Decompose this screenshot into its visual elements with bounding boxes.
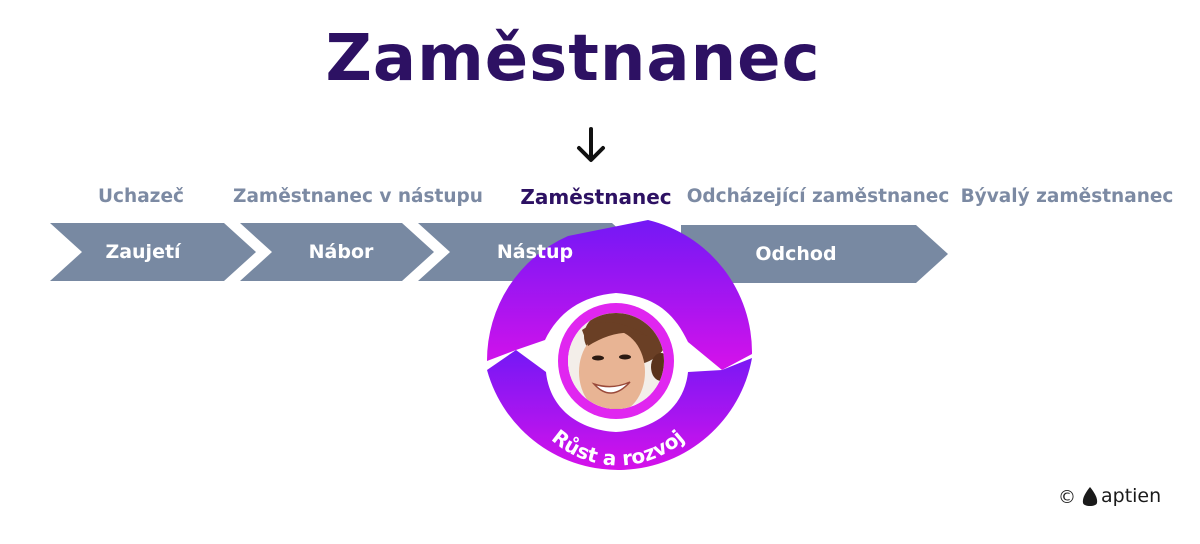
step-label-recruitment: Nábor xyxy=(309,241,374,263)
cycle-label: Růst a rozvoj xyxy=(547,425,688,471)
brand-name: aptien xyxy=(1101,485,1162,507)
portrait-image xyxy=(568,313,664,409)
svg-text:Růst a rozvoj: Růst a rozvoj xyxy=(547,425,688,471)
chevron-step-attraction xyxy=(50,223,256,281)
chevron-step-recruitment xyxy=(240,223,434,281)
stage-label-former-employee: Bývalý zaměstnanec xyxy=(960,186,1174,207)
copyright-symbol: © xyxy=(1058,487,1076,508)
cycle-arc-bottom xyxy=(487,350,752,470)
cycle-arc-top xyxy=(486,220,753,370)
stage-label-employee: Zaměstnanec xyxy=(520,185,672,209)
aptien-logo-icon xyxy=(1082,487,1098,506)
stage-label-candidate: Uchazeč xyxy=(98,186,184,207)
stage-label-onboarding-employee: Zaměstnanec v nástupu xyxy=(233,186,483,207)
step-label-offboarding: Odchod xyxy=(755,243,836,265)
chevron-step-offboarding xyxy=(681,225,948,283)
arrow-down-icon xyxy=(577,127,605,162)
step-label-attraction: Zaujetí xyxy=(105,241,182,263)
step-label-onboarding: Nástup xyxy=(497,241,573,263)
stage-label-leaving-employee: Odcházející zaměstnanec xyxy=(686,186,950,207)
diagram-title: Zaměstnanec xyxy=(325,22,821,96)
